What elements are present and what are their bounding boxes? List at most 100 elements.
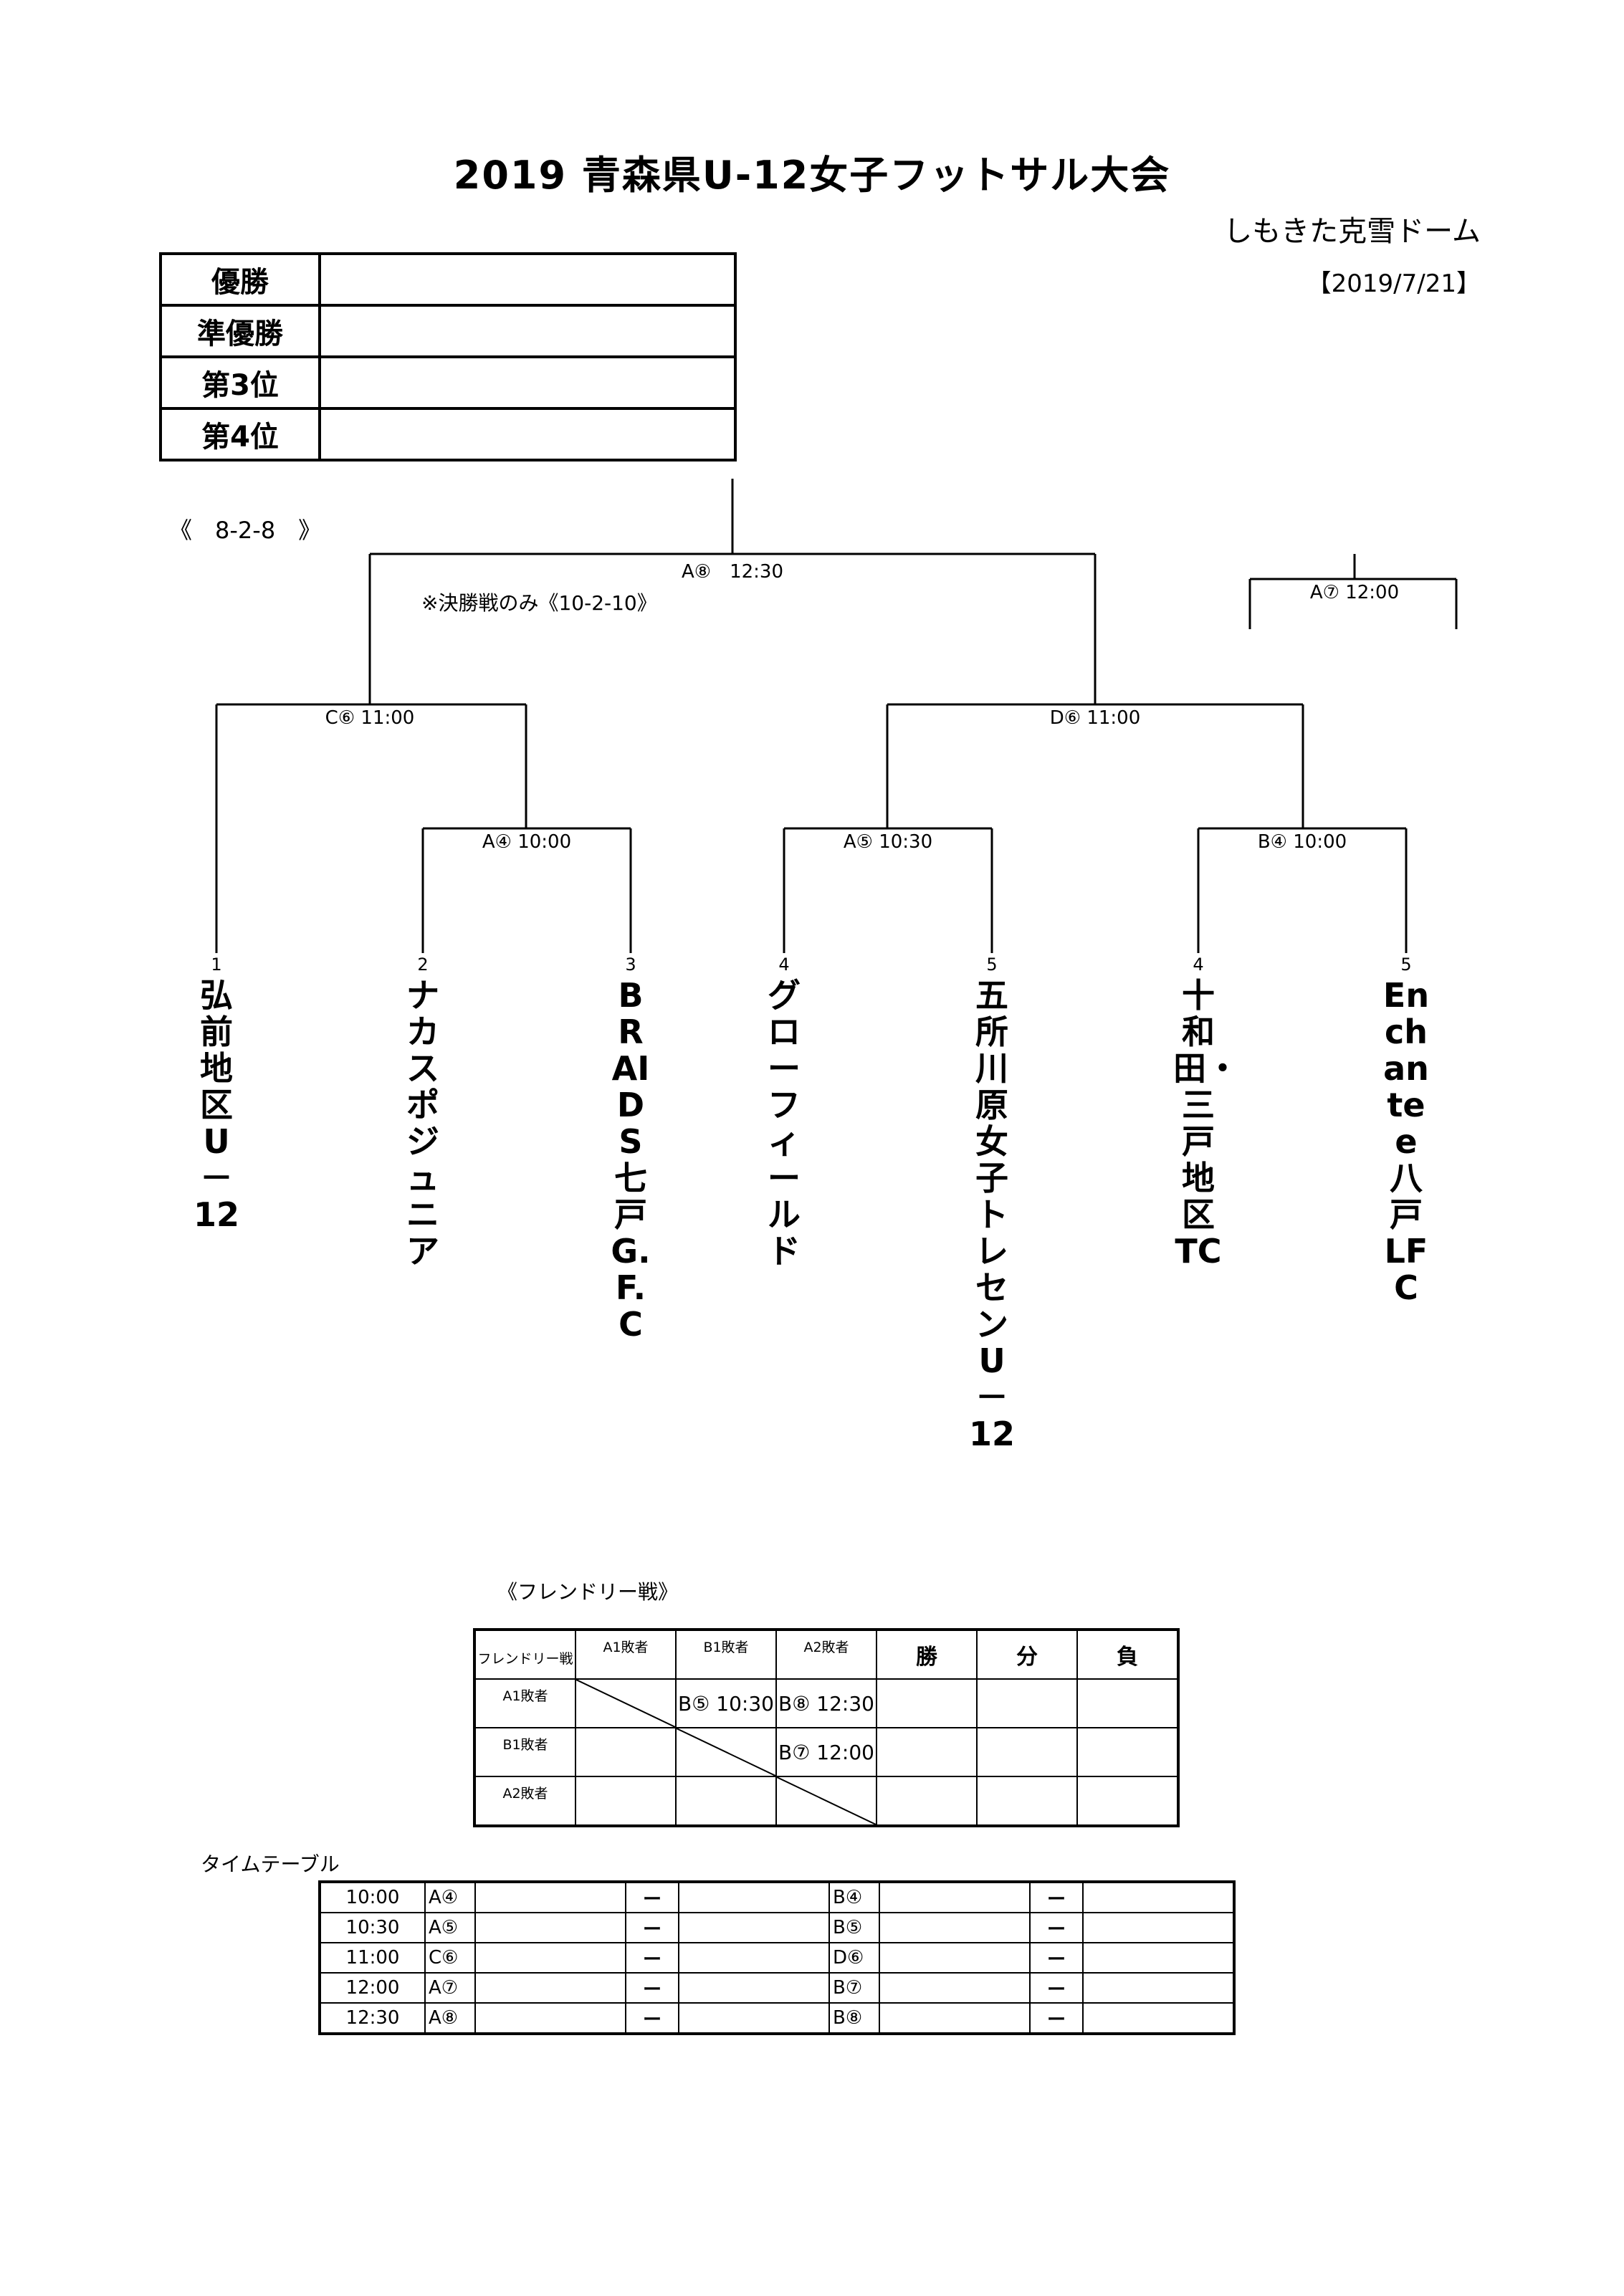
team-slot[interactable]: [678, 1881, 830, 1913]
team-slot[interactable]: [678, 1942, 830, 1974]
event-date: 【2019/7/21】: [1307, 269, 1481, 298]
dash-cell: ー: [625, 1972, 679, 2004]
team-slot[interactable]: [678, 1972, 830, 2004]
match-label-qf-b4: B④ 10:00: [1257, 831, 1347, 853]
friendly-col-header: B1敗者: [675, 1629, 777, 1680]
friendly-cell: [675, 1776, 777, 1827]
friendly-title: 《フレンドリー戦》: [497, 1580, 679, 1604]
friendly-cell: B⑧ 12:30: [775, 1678, 877, 1728]
diagonal-cell: [675, 1727, 777, 1777]
team-seed: 1: [211, 955, 222, 975]
team-slot[interactable]: [1082, 2002, 1235, 2034]
time-cell: 11:00: [319, 1942, 426, 1974]
team-slot[interactable]: [1082, 1881, 1235, 1913]
timetable-title: タイムテーブル: [201, 1852, 340, 1876]
result-cell[interactable]: [876, 1776, 978, 1827]
team-slot[interactable]: [879, 1881, 1031, 1913]
match-label-final: A⑧ 12:30: [681, 561, 784, 583]
team-seed: 5: [1400, 955, 1412, 975]
team-slot[interactable]: [678, 2002, 830, 2034]
result-cell[interactable]: [976, 1727, 1078, 1777]
team-name: グローフィールド: [768, 976, 801, 1271]
team-name: 十和田・三戸地区TC: [1173, 976, 1239, 1271]
team-name: 五所川原女子トレセンU－12: [968, 976, 1015, 1453]
ranking-label: 第4位: [162, 410, 321, 459]
team-slot[interactable]: [474, 1912, 626, 1943]
team-slot[interactable]: [1082, 1972, 1235, 2004]
match-code: A⑦: [424, 1972, 476, 2004]
result-cell[interactable]: [976, 1678, 1078, 1728]
team-slot[interactable]: [474, 1942, 626, 1974]
match-label-third-place: A⑦ 12:00: [1309, 582, 1400, 603]
team-slot[interactable]: [879, 1972, 1031, 2004]
team-seed: 4: [1193, 955, 1204, 975]
timetable-row: 12:30 A⑧ ー B⑧ ー: [319, 2002, 1235, 2034]
ranking-row: 優勝: [162, 255, 734, 307]
team-slot[interactable]: [879, 2002, 1031, 2034]
team-slot[interactable]: [474, 1972, 626, 2004]
ranking-row: 準優勝: [162, 307, 734, 358]
team-name: 弘前地区U－12: [193, 976, 239, 1234]
team-slot[interactable]: [1082, 1912, 1235, 1943]
result-cell[interactable]: [1076, 1678, 1179, 1728]
friendly-row-header: A2敗者: [474, 1776, 576, 1827]
match-label-semi-right: D⑥ 11:00: [1049, 707, 1141, 729]
ranking-label: 第3位: [162, 358, 321, 407]
friendly-table: フレンドリー戦 A1敗者 B1敗者 A2敗者 勝 分 負 A1敗者 B⑤ 10:…: [473, 1628, 1180, 1827]
result-cell[interactable]: [976, 1776, 1078, 1827]
result-col-header: 負: [1076, 1629, 1179, 1680]
match-code: A⑤: [424, 1912, 476, 1943]
dash-cell: ー: [625, 2002, 679, 2034]
result-cell[interactable]: [1076, 1727, 1179, 1777]
final-note: ※決勝戦のみ《10-2-10》: [421, 591, 657, 615]
team-slot[interactable]: [879, 1912, 1031, 1943]
match-code: B⑧: [828, 2002, 880, 2034]
dash-cell: ー: [1029, 2002, 1084, 2034]
friendly-row-header: B1敗者: [474, 1727, 576, 1777]
team-name: BRAIDS七戸G.F.C: [611, 976, 651, 1344]
dash-cell: ー: [625, 1912, 679, 1943]
team-seed: 4: [778, 955, 790, 975]
result-cell[interactable]: [1076, 1776, 1179, 1827]
friendly-row-header: A1敗者: [474, 1678, 576, 1728]
team-slot[interactable]: [474, 1881, 626, 1913]
page-title: 2019 青森県U-12女子フットサル大会: [453, 153, 1171, 198]
match-code: A④: [424, 1881, 476, 1913]
team-slot[interactable]: [1082, 1942, 1235, 1974]
timetable: 10:00 A④ ー B④ ー 10:30 A⑤ ー B⑤ ー 11:00 C⑥…: [318, 1880, 1236, 2035]
team-slot[interactable]: [474, 2002, 626, 2034]
match-label-qf-a5: A⑤ 10:30: [843, 831, 933, 853]
dash-cell: ー: [1029, 1912, 1084, 1943]
match-format: 《 8-2-8 》: [169, 517, 322, 544]
team-seed: 2: [417, 955, 429, 975]
team-slot[interactable]: [678, 1912, 830, 1943]
team-seed: 5: [986, 955, 998, 975]
match-code: A⑧: [424, 2002, 476, 2034]
match-label-semi-left: C⑥ 11:00: [325, 707, 415, 729]
dash-cell: ー: [625, 1942, 679, 1974]
friendly-cell: [575, 1727, 677, 1777]
bracket-lines: [215, 479, 1458, 953]
match-code: B④: [828, 1881, 880, 1913]
match-code: B⑤: [828, 1912, 880, 1943]
friendly-cell: [575, 1776, 677, 1827]
team-name: Enchantee八戸LFC: [1382, 976, 1430, 1307]
dash-cell: ー: [1029, 1972, 1084, 2004]
time-cell: 12:30: [319, 2002, 426, 2034]
ranking-table: 優勝 準優勝 第3位 第4位: [159, 252, 737, 461]
team-slot[interactable]: [879, 1942, 1031, 1974]
match-code: D⑥: [828, 1942, 880, 1974]
timetable-row: 10:30 A⑤ ー B⑤ ー: [319, 1912, 1235, 1943]
timetable-row: 11:00 C⑥ ー D⑥ ー: [319, 1942, 1235, 1974]
result-col-header: 分: [976, 1629, 1078, 1680]
result-cell[interactable]: [876, 1727, 978, 1777]
time-cell: 10:30: [319, 1912, 426, 1943]
time-cell: 10:00: [319, 1881, 426, 1913]
friendly-col-header: A1敗者: [575, 1629, 677, 1680]
diagonal-line: [777, 1777, 876, 1824]
result-cell[interactable]: [876, 1678, 978, 1728]
match-code: C⑥: [424, 1942, 476, 1974]
ranking-row: 第3位: [162, 358, 734, 410]
match-code: B⑦: [828, 1972, 880, 2004]
team-seed: 3: [625, 955, 636, 975]
